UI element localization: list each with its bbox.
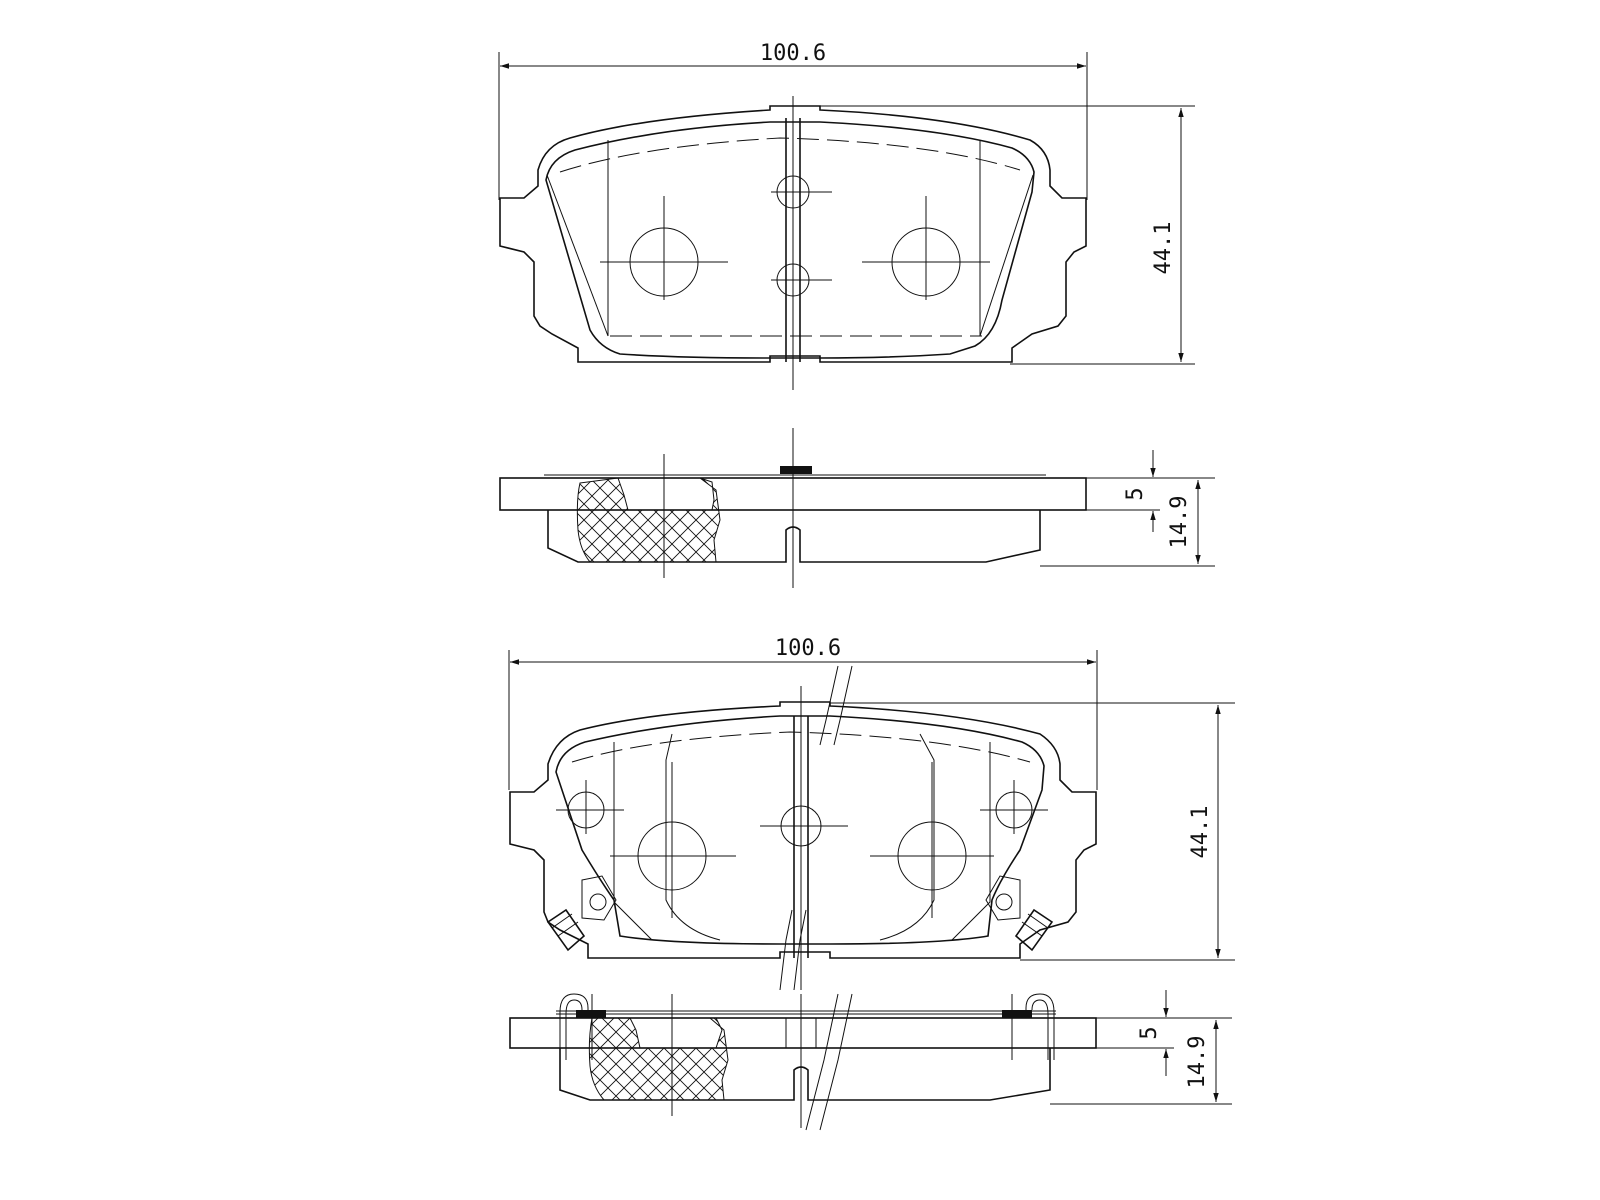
left-small-hole-icon: [556, 780, 624, 834]
wear-line: [559, 137, 1021, 337]
backing-thickness-dimension: 5: [1086, 450, 1215, 532]
right-shim-icon: [1002, 1010, 1032, 1018]
pad-2-front-view: 100.6 44.1: [508, 636, 1235, 991]
pad-2-side-view: 5 14.9: [509, 990, 1232, 1131]
backing-thickness-dimension: 5: [1096, 990, 1232, 1076]
pad-1-front-view: 100.6 44.1: [498, 41, 1195, 390]
right-small-hole-icon: [980, 780, 1048, 834]
width-dimension-label: 100.6: [760, 41, 826, 66]
left-clip-icon: [559, 993, 589, 1060]
shim-icon: [780, 466, 812, 474]
overall-thickness-label: 14.9: [1167, 496, 1192, 549]
center-hole-icon: [760, 805, 848, 847]
height-dimension: 44.1: [830, 702, 1235, 961]
right-hole-icon: [870, 762, 994, 918]
right-wear-indicator-icon: [985, 875, 1054, 952]
overall-thickness-label: 14.9: [1185, 1036, 1210, 1089]
backing-thickness-label: 5: [1137, 1026, 1162, 1039]
chamfer-hatch: [576, 477, 721, 563]
friction-pad-outline: [555, 715, 1045, 945]
left-hole-icon: [600, 196, 728, 300]
right-hole-icon: [862, 196, 990, 300]
right-clip-icon: [1025, 993, 1055, 1060]
backing-thickness-label: 5: [1123, 487, 1148, 500]
pad-1-side-view: 5 14.9: [499, 428, 1215, 588]
break-line: [805, 993, 853, 1131]
height-dimension-label: 44.1: [1188, 806, 1213, 859]
width-dimension-label: 100.6: [775, 636, 841, 661]
wear-line: [571, 731, 1031, 763]
left-shim-icon: [576, 1010, 606, 1018]
center-slot: [785, 96, 801, 390]
overall-thickness-dimension: 14.9: [1040, 480, 1215, 567]
left-wear-indicator-icon: [546, 875, 617, 952]
overall-thickness-dimension: 14.9: [1050, 1020, 1232, 1105]
height-dimension-label: 44.1: [1151, 222, 1176, 275]
center-slot: [793, 686, 809, 990]
break-line: [779, 909, 807, 991]
height-dimension: 44.1: [810, 105, 1195, 365]
break-line: [819, 665, 853, 746]
friction-pad-outline: [545, 121, 1035, 359]
left-hole-icon: [610, 762, 736, 918]
chamfer-hatch: [588, 1017, 729, 1101]
width-dimension: 100.6: [508, 636, 1098, 790]
width-dimension: 100.6: [498, 41, 1088, 200]
backing-plate-outline: [499, 105, 1087, 363]
backing-plate-outline: [509, 701, 1097, 959]
